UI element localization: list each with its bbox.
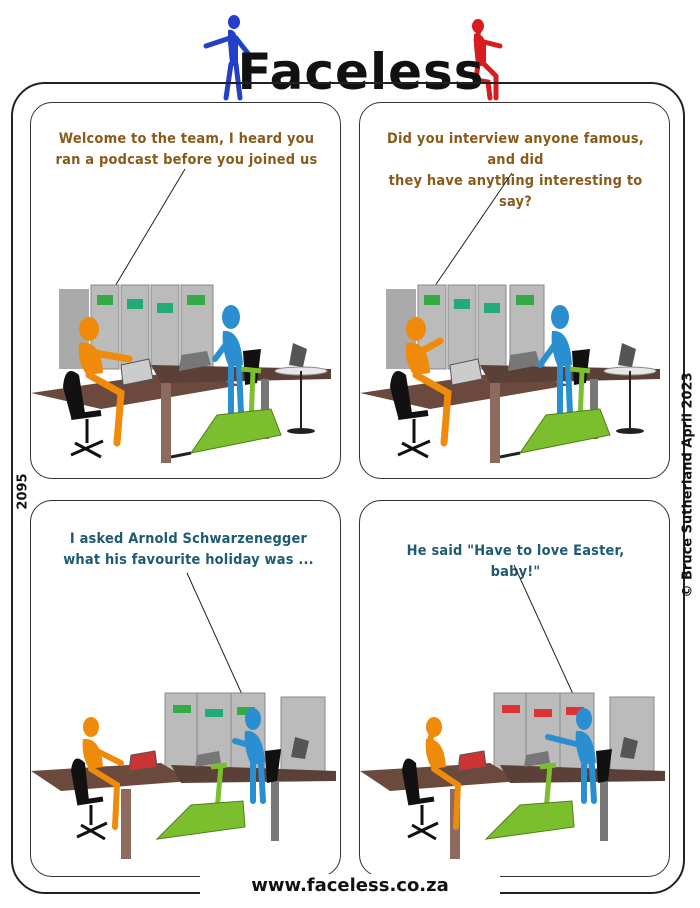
pallet-jack-icon: [155, 762, 246, 840]
blue-figure-icon: [545, 708, 597, 804]
server-rack-icon: [493, 692, 655, 776]
office-scene-panel-4: [360, 564, 665, 859]
comic-panel-1: Welcome to the team, I heard you ran a p…: [30, 102, 341, 479]
pallet-jack-icon: [499, 366, 611, 459]
speech-text-panel-1: Welcome to the team, I heard you ran a p…: [55, 131, 318, 168]
office-scene-panel-2: [360, 172, 660, 463]
office-scene-panel-1: [31, 168, 331, 463]
orange-figure-icon: [82, 717, 124, 830]
blue-figure-icon: [212, 305, 244, 416]
comic-panel-2: Did you interview anyone famous, and did…: [359, 102, 670, 479]
office-scene-panel-3: [31, 572, 336, 859]
orange-figure-icon: [425, 717, 462, 830]
comic-logo-title: Faceless: [237, 43, 485, 101]
copyright-credit: © Bruce Sutherland April 2023: [680, 372, 696, 598]
blue-figure-icon: [537, 305, 573, 416]
orange-figure-icon: [78, 317, 133, 447]
blue-mascot-icon: [203, 15, 253, 101]
comic-panel-3: I asked Arnold Schwarzenegger what his f…: [30, 500, 341, 877]
speech-text-panel-2: Did you interview anyone famous, and did…: [387, 131, 644, 210]
speech-text-panel-4: He said "Have to love Easter, baby!": [406, 543, 625, 580]
pallet-jack-icon: [484, 762, 575, 840]
pallet-jack-icon: [170, 366, 282, 459]
red-mascot-icon: [472, 19, 503, 101]
comic-header: Faceless: [0, 0, 700, 101]
strip-number: 2095: [15, 473, 31, 510]
speech-text-panel-3: I asked Arnold Schwarzenegger what his f…: [63, 531, 314, 568]
comic-panel-4: He said "Have to love Easter, baby!": [359, 500, 670, 877]
site-url[interactable]: www.faceless.co.za: [200, 874, 500, 898]
blue-figure-icon: [232, 708, 266, 804]
orange-figure-icon: [405, 317, 452, 447]
